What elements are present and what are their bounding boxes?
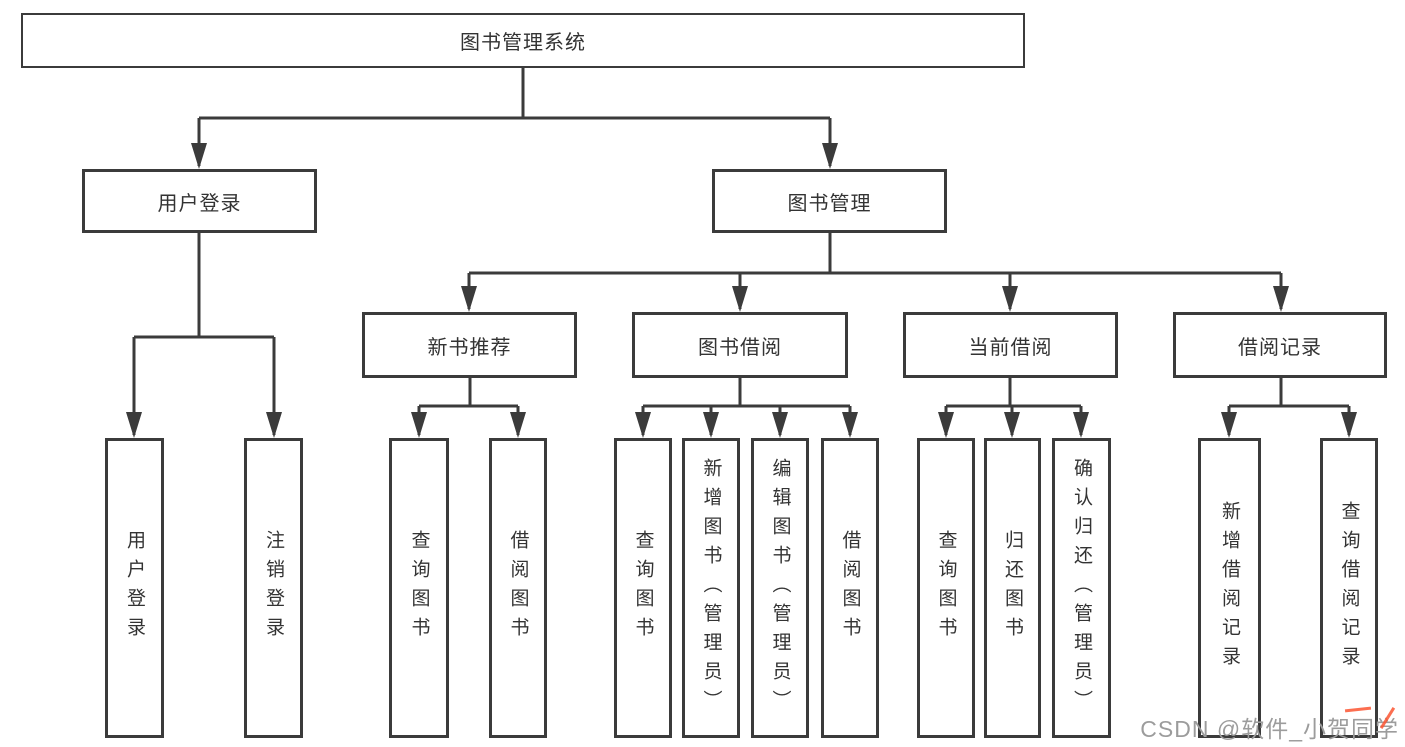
node-user-login: 用户登录 xyxy=(82,169,317,233)
node-new-book-recommend: 新书推荐 xyxy=(362,312,577,378)
node-library-system: 图书管理系统 xyxy=(21,13,1025,68)
leaf-label: 查询图书 xyxy=(935,530,957,646)
leaf-borrow-books: 借阅图书 xyxy=(821,438,879,738)
leaf-label: 新增借阅记录 xyxy=(1219,501,1240,675)
leaf-label: 借阅图书 xyxy=(839,530,861,646)
leaf-label: 用户登录 xyxy=(124,530,145,646)
leaf-label: 注销登录 xyxy=(263,530,284,646)
leaf-logout: 注销登录 xyxy=(244,438,303,738)
leaf-confirm-return-admin: 确认归还（管理员） xyxy=(1052,438,1111,738)
node-book-management: 图书管理 xyxy=(712,169,947,233)
node-current-borrow: 当前借阅 xyxy=(903,312,1118,378)
leaf-label: 查询借阅记录 xyxy=(1338,501,1360,675)
arrowheads xyxy=(126,143,1357,438)
node-borrow-records: 借阅记录 xyxy=(1173,312,1387,378)
watermark: CSDN @软件_小贺同学 xyxy=(1140,706,1399,744)
leaf-label: 查询图书 xyxy=(632,530,654,646)
leaf-query-books-current: 查询图书 xyxy=(917,438,975,738)
leaf-query-books-borrow: 查询图书 xyxy=(614,438,672,738)
leaf-query-borrow-record: 查询借阅记录 xyxy=(1320,438,1378,738)
leaf-label: 编辑图书（管理员） xyxy=(769,457,791,719)
leaf-add-borrow-record: 新增借阅记录 xyxy=(1198,438,1261,738)
leaf-query-books-recommend: 查询图书 xyxy=(389,438,449,738)
leaf-return-books: 归还图书 xyxy=(984,438,1041,738)
leaf-label: 借阅图书 xyxy=(507,530,529,646)
watermark-text: CSDN @软件_小贺同学 xyxy=(1140,716,1399,742)
leaf-user-login: 用户登录 xyxy=(105,438,164,738)
leaf-borrow-books-recommend: 借阅图书 xyxy=(489,438,547,738)
leaf-edit-books-admin: 编辑图书（管理员） xyxy=(751,438,809,738)
node-book-borrow: 图书借阅 xyxy=(632,312,848,378)
leaf-label: 新增图书（管理员） xyxy=(700,457,722,719)
leaf-label: 查询图书 xyxy=(408,530,430,646)
leaf-label: 确认归还（管理员） xyxy=(1071,457,1092,719)
leaf-add-books-admin: 新增图书（管理员） xyxy=(682,438,740,738)
leaf-label: 归还图书 xyxy=(1002,530,1023,646)
